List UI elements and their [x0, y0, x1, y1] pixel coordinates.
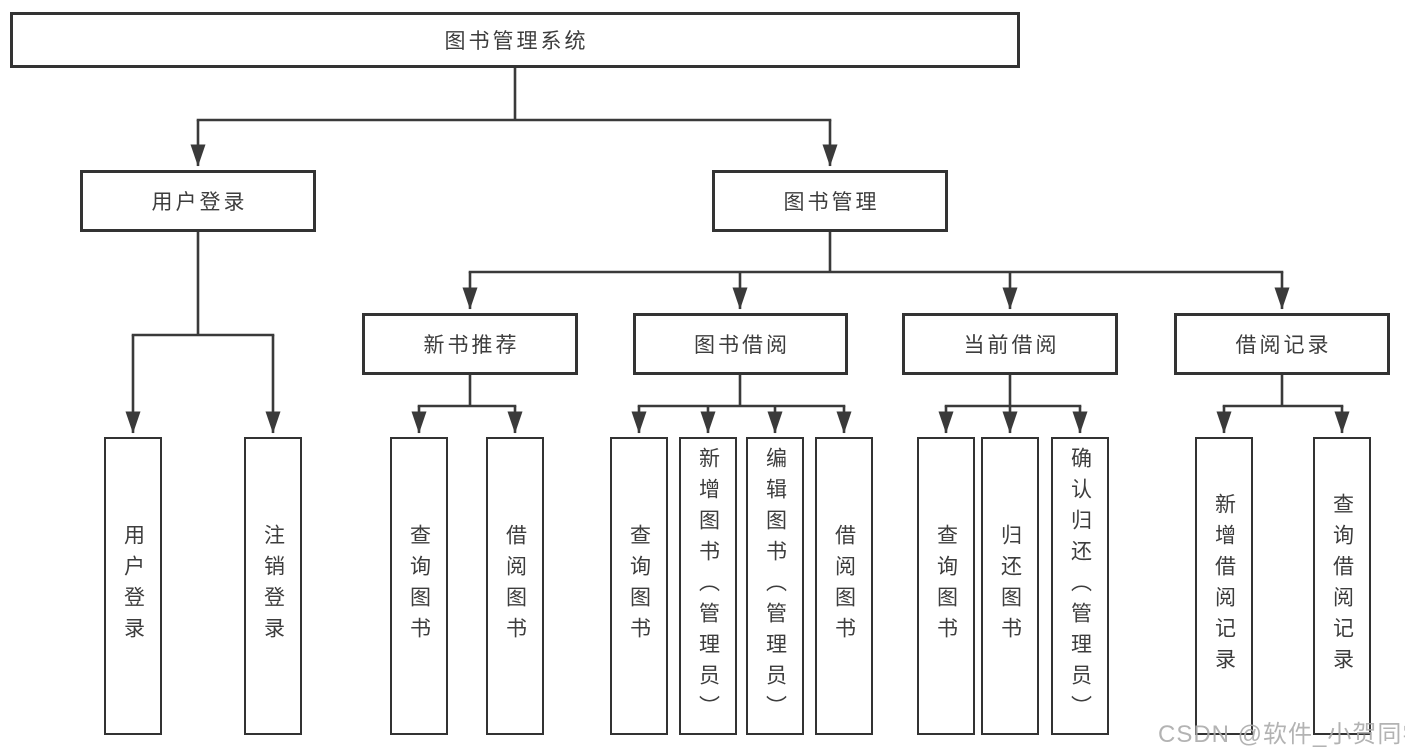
leaf-query-borrow-record: 查询借阅记录: [1313, 437, 1371, 735]
leaf-label: 确认归还（管理员）: [1068, 446, 1092, 726]
leaf-label: 查询图书: [627, 524, 651, 648]
node-new-book-recommend: 新书推荐: [362, 313, 578, 375]
leaf-label: 新增图书（管理员）: [696, 446, 720, 726]
leaf-add-borrow-record: 新增借阅记录: [1195, 437, 1253, 735]
leaf-logout: 注销登录: [244, 437, 302, 735]
node-label: 用户登录: [151, 191, 248, 214]
leaf-label: 查询图书: [934, 524, 958, 648]
leaf-label: 借阅图书: [832, 524, 856, 648]
leaf-query-book-current: 查询图书: [917, 437, 975, 735]
node-label: 图书管理系统: [444, 30, 589, 53]
node-label: 新书推荐: [423, 334, 520, 357]
node-label: 当前借阅: [963, 334, 1060, 357]
leaf-return-book: 归还图书: [981, 437, 1039, 735]
leaf-label: 查询借阅记录: [1330, 493, 1354, 679]
node-library-management-system: 图书管理系统: [10, 12, 1020, 68]
node-label: 图书管理: [783, 191, 880, 214]
branch-skeleton: [131, 66, 1344, 408]
leaf-borrow-book: 借阅图书: [815, 437, 873, 735]
leaf-query-book-borrow: 查询图书: [610, 437, 668, 735]
node-current-borrow: 当前借阅: [902, 313, 1118, 375]
leaf-label: 用户登录: [121, 524, 145, 648]
leaf-add-book-admin: 新增图书（管理员）: [679, 437, 737, 735]
leaf-label: 查询图书: [407, 524, 431, 648]
leaf-label: 新增借阅记录: [1212, 493, 1236, 679]
leaf-confirm-return-admin: 确认归还（管理员）: [1051, 437, 1109, 735]
node-user-login: 用户登录: [80, 170, 316, 232]
leaf-label: 借阅图书: [503, 524, 527, 648]
leaf-label: 注销登录: [261, 524, 285, 648]
leaf-query-book-recommend: 查询图书: [390, 437, 448, 735]
node-label: 借阅记录: [1235, 334, 1332, 357]
csdn-watermark: CSDN @软件_小贺同学: [1158, 721, 1405, 747]
leaf-label: 编辑图书（管理员）: [763, 446, 787, 726]
leaf-edit-book-admin: 编辑图书（管理员）: [746, 437, 804, 735]
arrow-connectors: [125, 120, 1350, 434]
leaf-borrow-book-recommend: 借阅图书: [486, 437, 544, 735]
node-borrow-record: 借阅记录: [1174, 313, 1390, 375]
node-book-management: 图书管理: [712, 170, 948, 232]
leaf-user-login: 用户登录: [104, 437, 162, 735]
node-book-borrow: 图书借阅: [633, 313, 848, 375]
leaf-label: 归还图书: [998, 524, 1022, 648]
node-label: 图书借阅: [694, 334, 790, 357]
